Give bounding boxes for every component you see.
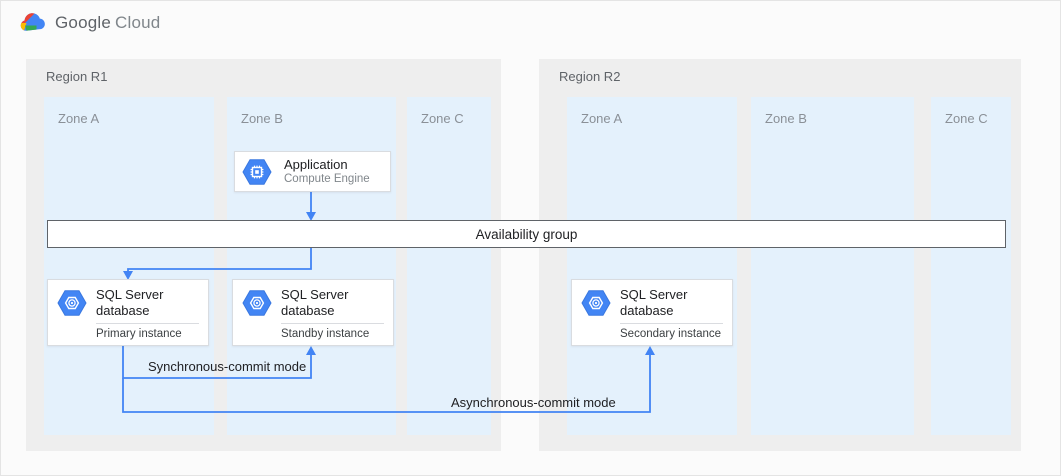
async-commit-label: Asynchronous-commit mode (451, 395, 616, 410)
node-subtitle: Primary instance (96, 328, 182, 340)
region-r1-label: Region R1 (46, 69, 108, 84)
region-r2-label: Region R2 (559, 69, 621, 84)
region-r2-zone-b: Zone B (751, 97, 914, 435)
availability-group-bar: Availability group (47, 220, 1006, 248)
region-r2-zone-c: Zone C (931, 97, 1011, 435)
zone-label: Zone B (765, 111, 807, 126)
node-title: Application (284, 157, 348, 172)
availability-group-label: Availability group (475, 226, 578, 242)
application-node: Application Compute Engine (234, 151, 391, 192)
sql-primary-node: SQL Server database Primary instance (47, 279, 209, 346)
region-r1-zone-c: Zone C (407, 97, 491, 435)
card-divider (96, 323, 199, 324)
arrow-up-icon (645, 346, 655, 355)
database-hexagon-icon (242, 290, 272, 316)
arrow-up-icon (306, 346, 316, 355)
zone-label: Zone C (945, 111, 988, 126)
arrow-down-icon (123, 271, 133, 280)
node-title: SQL Server database (281, 287, 349, 318)
card-divider (281, 323, 384, 324)
zone-label: Zone C (421, 111, 464, 126)
arrow-down-icon (306, 212, 316, 221)
node-title: SQL Server database (620, 287, 688, 318)
region-r2-zone-a: Zone A (567, 97, 737, 435)
zone-label: Zone A (581, 111, 623, 126)
region-r1: Region R1 Zone A Zone B Zone C (26, 59, 501, 451)
zone-label: Zone B (241, 111, 283, 126)
node-subtitle: Compute Engine (284, 173, 370, 185)
database-hexagon-icon (581, 290, 611, 316)
node-subtitle: Standby instance (281, 328, 370, 340)
sync-commit-label: Synchronous-commit mode (148, 359, 307, 374)
node-subtitle: Secondary instance (620, 328, 722, 340)
logo-brand: Google (55, 13, 112, 32)
application-node-text: Application Compute Engine (284, 157, 370, 186)
google-cloud-logo-icon (20, 13, 45, 31)
sync-commit-line (122, 346, 312, 379)
zone-label: Zone A (58, 111, 100, 126)
ag-to-primary-line (127, 248, 312, 272)
compute-engine-hexagon-icon (242, 158, 272, 185)
sql-secondary-node: SQL Server database Secondary instance (571, 279, 733, 346)
card-divider (620, 323, 723, 324)
logo-product: Cloud (115, 13, 161, 32)
node-title: SQL Server database (96, 287, 164, 318)
database-hexagon-icon (57, 290, 87, 316)
async-commit-line (122, 354, 651, 413)
region-r2: Region R2 Zone A Zone B Zone C (539, 59, 1021, 451)
sql-standby-node: SQL Server database Standby instance (232, 279, 394, 346)
